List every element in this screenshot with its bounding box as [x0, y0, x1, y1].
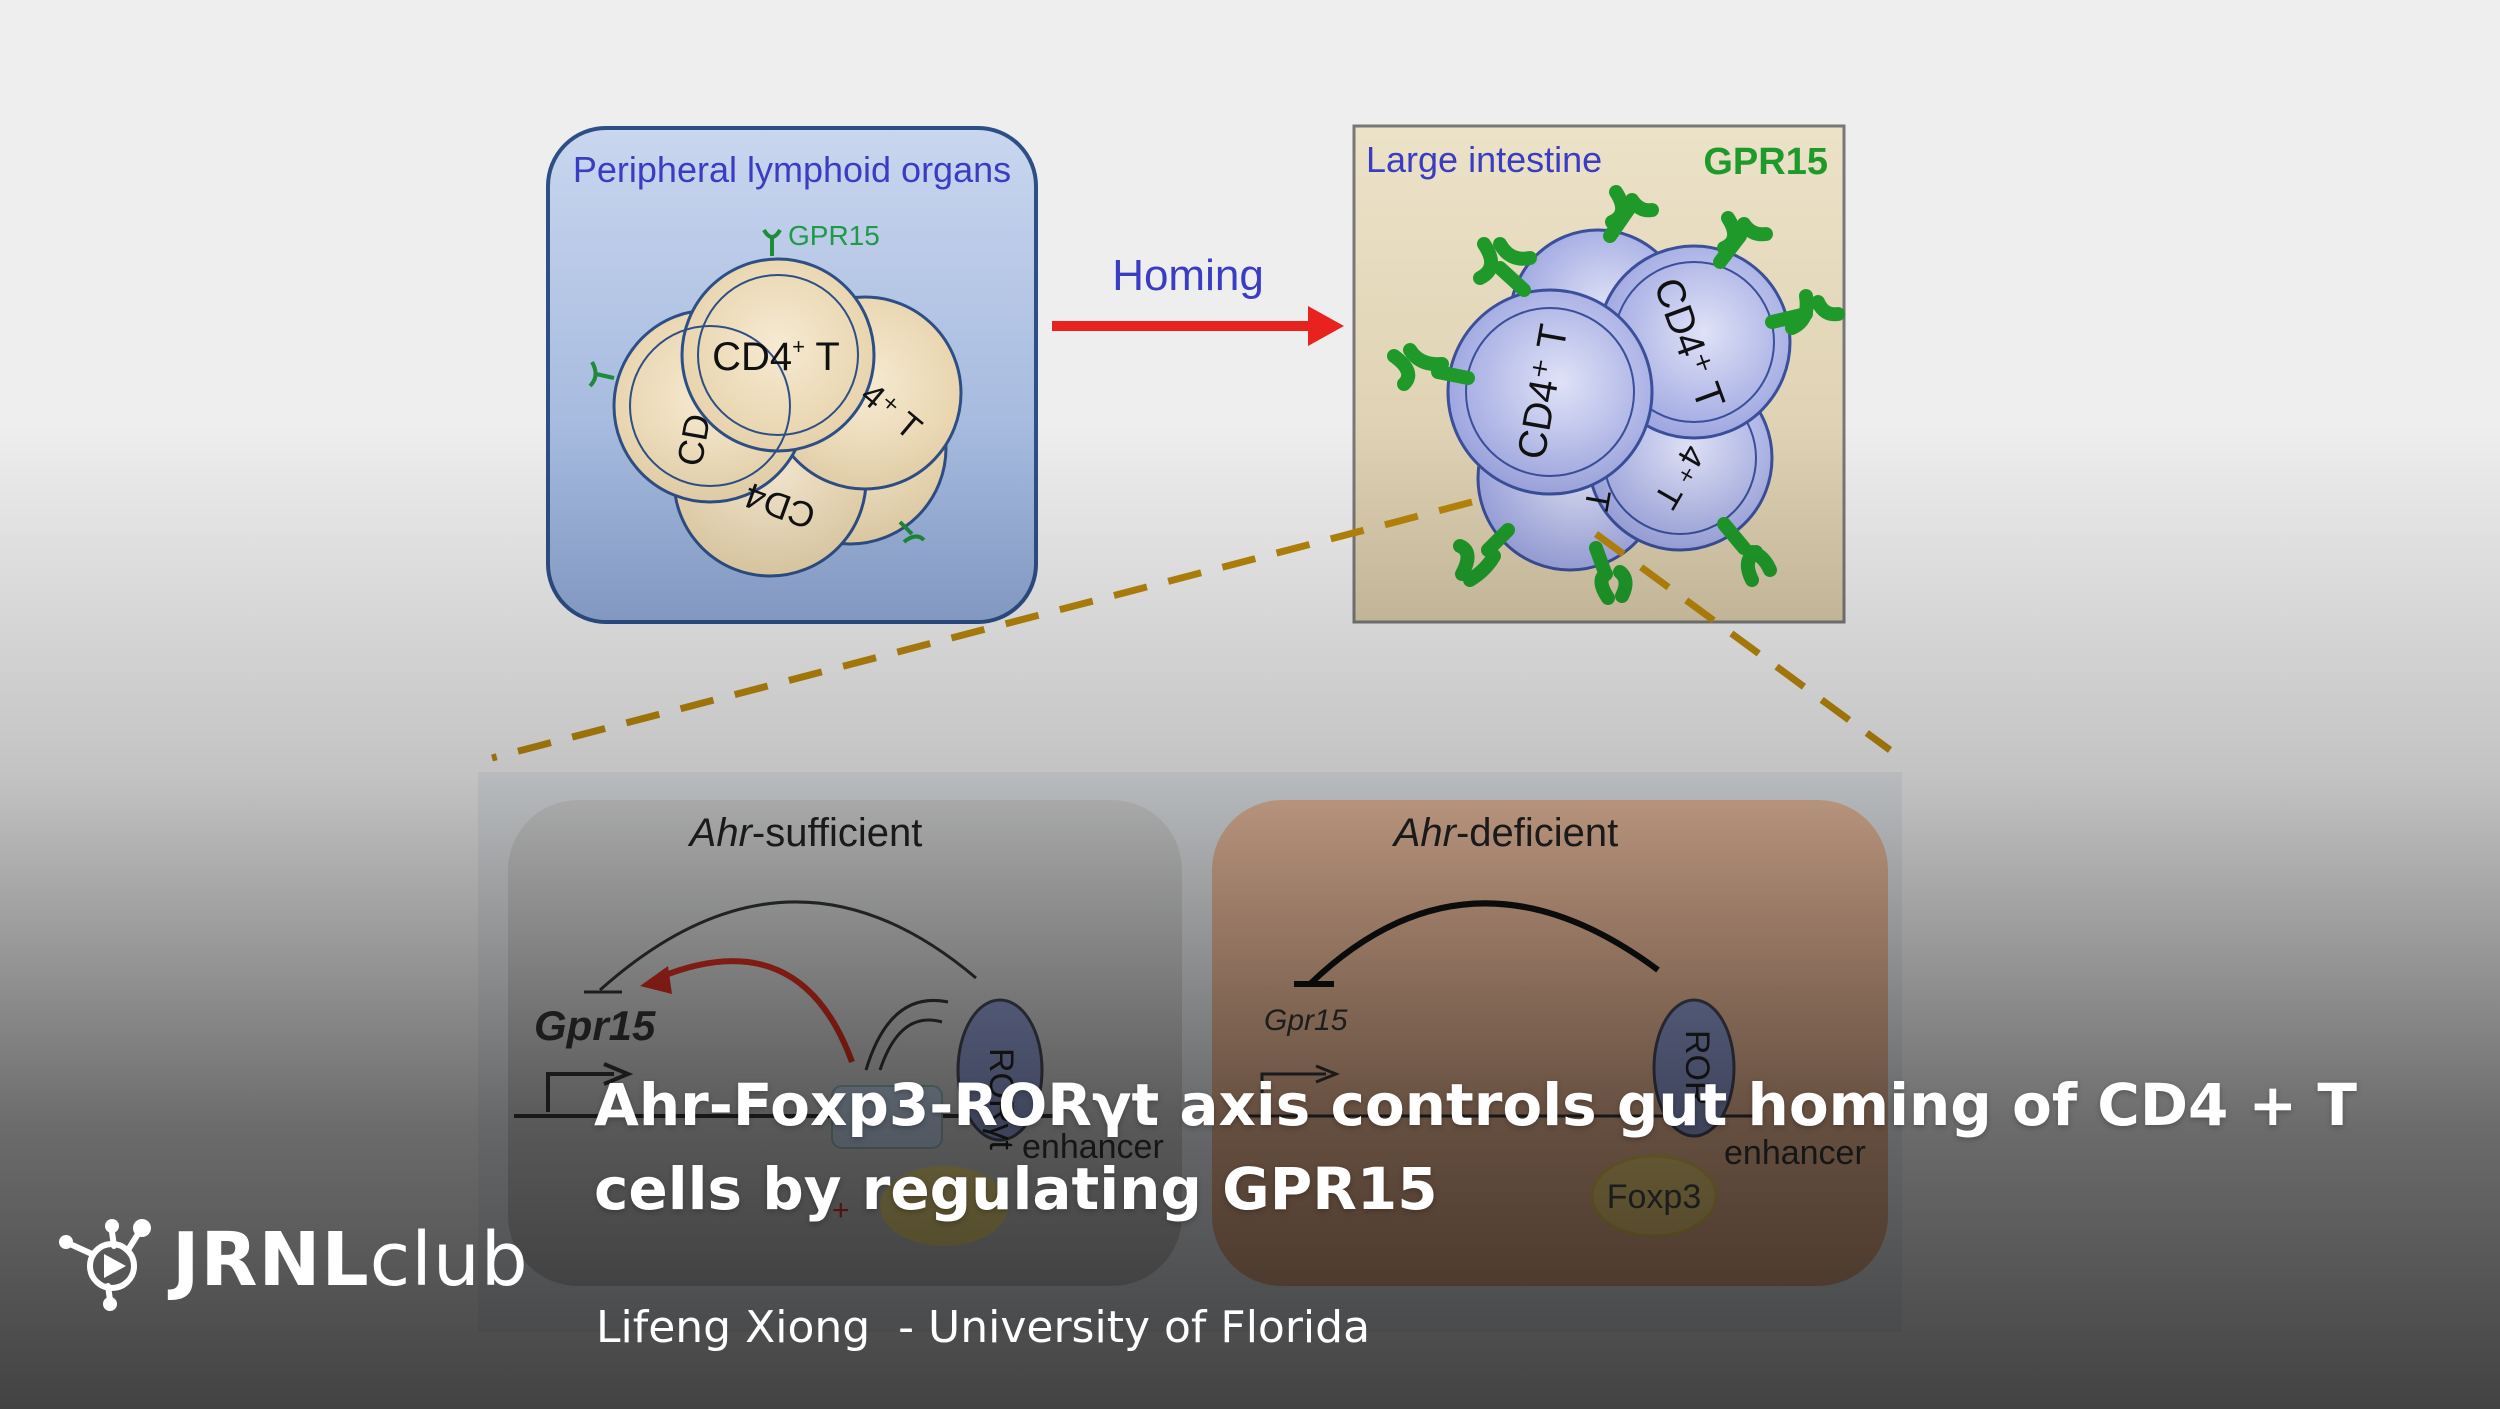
- video-title: Ahr-Foxp3-RORγt axis controls gut homing…: [594, 1071, 2357, 1223]
- jrnlclub-logo[interactable]: JRNLclub: [52, 1205, 529, 1315]
- cell-label-center: CD4+ T: [712, 334, 840, 379]
- gpr15-gene-label-right: Gpr15: [1264, 1004, 1348, 1037]
- homing-label: Homing: [1112, 251, 1264, 300]
- video-author: Lifeng Xiong - University of Florida: [596, 1302, 1371, 1353]
- gpr15-big-label: GPR15: [1703, 141, 1828, 183]
- ahr-sufficient-title: Ahr-sufficient: [688, 811, 923, 855]
- gpr15-gene-label-left: Gpr15: [534, 1002, 656, 1049]
- homing-arrow: Homing: [1052, 251, 1344, 346]
- large-intestine-panel: Large intestine GPR15 CD4⁺ T CD4⁺ T 4⁺ T…: [1352, 124, 1846, 624]
- ahr-deficient-title: Ahr-deficient: [1392, 811, 1619, 855]
- peripheral-lymphoid-panel: Peripheral lymphoid organs CD4+ T CD 4⁺ …: [546, 126, 1038, 624]
- gpr15-small-label: GPR15: [788, 220, 880, 251]
- large-intestine-label: Large intestine: [1366, 139, 1602, 180]
- brand-name: JRNLclub: [172, 1217, 529, 1303]
- molecule-play-icon: [59, 1219, 151, 1311]
- peripheral-label: Peripheral lymphoid organs: [573, 149, 1011, 190]
